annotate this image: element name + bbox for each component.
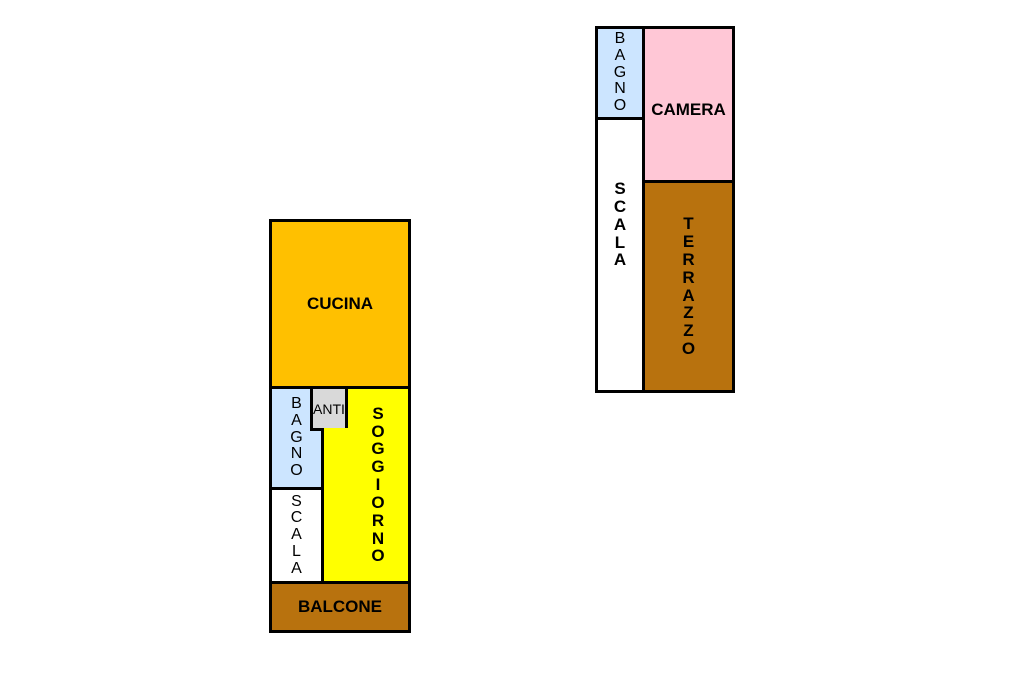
label-letter: L	[292, 542, 301, 560]
room-camera: CAMERA	[642, 26, 735, 183]
label-letter: O	[371, 492, 385, 512]
label-letter: O	[371, 546, 385, 566]
label-letter: C	[290, 509, 303, 527]
room-anti: ANTI	[310, 386, 348, 431]
label-letter: S	[372, 403, 384, 423]
label-letter: A	[613, 250, 627, 270]
label-letter: N	[614, 80, 626, 98]
label-letter: B	[291, 395, 302, 412]
room-label: CAMERA	[651, 100, 726, 119]
label-letter: R	[682, 249, 695, 269]
label-letter: O	[681, 339, 696, 359]
soggiorno-lower-fill	[321, 428, 348, 581]
room-cucina: CUCINA	[269, 219, 411, 389]
label-letter: C	[613, 196, 627, 216]
room-label: BALCONE	[297, 597, 383, 616]
label-letter: A	[614, 46, 626, 64]
label-letter: G	[290, 428, 303, 446]
label-letter: O	[290, 462, 303, 480]
label-letter: S	[291, 492, 302, 510]
room-label: ANTI	[313, 401, 345, 417]
label-letter: G	[613, 63, 627, 81]
label-letter: I	[375, 475, 381, 495]
label-letter: A	[291, 411, 302, 429]
label-letter: Z	[683, 321, 694, 341]
label-letter: O	[613, 97, 627, 115]
label-letter: A	[291, 559, 302, 577]
label-letter: O	[371, 421, 385, 441]
label-letter: A	[291, 526, 302, 544]
label-letter: A	[613, 214, 627, 234]
label-letter: G	[371, 439, 385, 459]
label-letter: Z	[683, 303, 694, 323]
room-label: CUCINA	[306, 294, 374, 313]
label-letter: R	[371, 510, 385, 530]
label-letter: L	[614, 232, 626, 252]
label-letter: S	[614, 179, 626, 198]
label-letter: N	[290, 445, 303, 463]
label-letter: G	[371, 457, 385, 477]
label-letter: E	[682, 231, 695, 251]
room-balcone: BALCONE	[269, 581, 411, 633]
label-letter: R	[682, 267, 695, 287]
label-letter: B	[614, 30, 626, 47]
label-letter: T	[683, 214, 694, 234]
label-letter: N	[371, 528, 385, 548]
label-letter: A	[682, 285, 695, 305]
